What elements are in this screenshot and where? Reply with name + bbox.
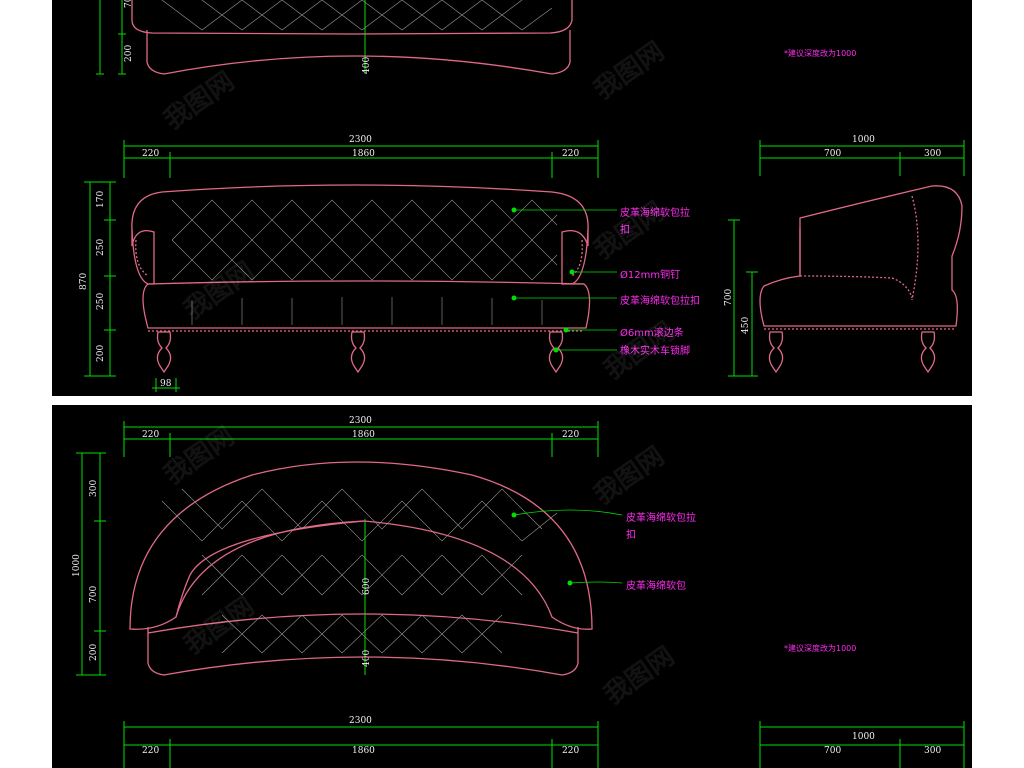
cad-drawing-b: 2300 220 1860 220 1000 300 700 200 600 4… bbox=[72, 416, 965, 768]
watermark: 我图网 bbox=[599, 641, 680, 710]
dim-h-170: 170 bbox=[96, 191, 106, 208]
label-plan-tufted-l2: 扣 bbox=[626, 528, 636, 541]
dim-plan-right: 220 bbox=[562, 430, 579, 440]
front-elevation: 2300 220 1860 220 870 170 250 250 200 98 bbox=[79, 135, 700, 392]
dim-plan-back: 300 bbox=[89, 480, 99, 497]
bottom-partial-dims: 2300 220 1860 220 1000 700 300 bbox=[123, 716, 965, 768]
dim-plan-center-400: 400 bbox=[362, 650, 372, 667]
watermark: 我图网 bbox=[589, 36, 670, 105]
dim-top-200: 200 bbox=[124, 45, 134, 62]
drawing-panel-plan: 2300 220 1860 220 1000 300 700 200 600 4… bbox=[52, 405, 972, 768]
dim-side-seat: 450 bbox=[741, 317, 751, 334]
dim-plan-depth: 1000 bbox=[72, 554, 82, 577]
watermark: 我图网 bbox=[159, 421, 240, 490]
dim-bottom-right: 220 bbox=[562, 746, 579, 756]
label-tufted-leather-l1: 皮革海绵软包拉 bbox=[620, 206, 690, 219]
dim-h-250a: 250 bbox=[96, 239, 106, 256]
dim-bottom-side-back: 300 bbox=[924, 746, 941, 756]
dim-side-front: 700 bbox=[824, 149, 841, 159]
label-plan-tufted: 皮革海绵软包拉扣 bbox=[626, 511, 696, 541]
label-piping: Ø6mm滚边条 bbox=[620, 326, 684, 339]
label-copper-nail: Ø12mm铜钉 bbox=[620, 269, 680, 281]
dim-front-height: 870 bbox=[79, 273, 89, 290]
dim-plan-left: 220 bbox=[142, 430, 159, 440]
dim-front-right: 220 bbox=[562, 149, 579, 159]
top-partial-plan: 70 200 400 *建议深度改为1000 bbox=[96, 0, 856, 75]
dim-plan-total: 2300 bbox=[349, 416, 372, 426]
dim-side-height: 700 bbox=[724, 289, 734, 306]
side-elevation: 1000 700 300 700 450 bbox=[724, 135, 965, 377]
label-tufted-leather-l2: 扣 bbox=[620, 223, 630, 236]
dim-top-center: 400 bbox=[362, 57, 372, 74]
plan-view: 2300 220 1860 220 1000 300 700 200 600 4… bbox=[72, 416, 856, 676]
dim-plan-mid: 1860 bbox=[352, 430, 375, 440]
dim-plan-arm: 200 bbox=[89, 644, 99, 661]
dim-h-200: 200 bbox=[96, 345, 106, 362]
dim-plan-center-600: 600 bbox=[362, 578, 372, 595]
dim-bottom-total: 2300 bbox=[349, 716, 372, 726]
dim-front-total: 2300 bbox=[349, 135, 372, 145]
dim-plan-front: 700 bbox=[89, 586, 99, 603]
label-plan-tufted-l1: 皮革海绵软包拉 bbox=[626, 511, 696, 524]
dim-foot: 98 bbox=[160, 379, 172, 389]
dim-bottom-side-total: 1000 bbox=[852, 732, 875, 742]
cad-drawing-a: 70 200 400 *建议深度改为1000 2300 220 1860 220… bbox=[79, 0, 965, 392]
dim-top-70: 70 bbox=[124, 0, 134, 8]
watermark: 我图网 bbox=[589, 441, 670, 510]
dim-front-mid: 1860 bbox=[352, 149, 375, 159]
label-tufted-seat: 皮革海绵软包拉扣 bbox=[620, 294, 700, 307]
drawing-panel-front-side: 70 200 400 *建议深度改为1000 2300 220 1860 220… bbox=[52, 0, 972, 396]
watermark: 我图网 bbox=[179, 256, 260, 325]
watermark: 我图网 bbox=[159, 66, 240, 135]
label-plan-soft: 皮革海绵软包 bbox=[626, 579, 686, 592]
dim-h-250b: 250 bbox=[96, 293, 106, 310]
dim-side-total: 1000 bbox=[852, 135, 875, 145]
label-tufted-leather: 皮革海绵软包拉扣 bbox=[620, 206, 690, 236]
dim-bottom-mid: 1860 bbox=[352, 746, 375, 756]
dim-bottom-side-front: 700 bbox=[824, 746, 841, 756]
label-oak-leg: 橡木实木车锁脚 bbox=[620, 344, 690, 357]
depth-note-a: *建议深度改为1000 bbox=[784, 48, 856, 58]
depth-note-b: *建议深度改为1000 bbox=[784, 643, 856, 653]
dim-bottom-left: 220 bbox=[142, 746, 159, 756]
dim-side-back: 300 bbox=[924, 149, 941, 159]
watermark: 我图网 bbox=[589, 196, 670, 265]
dim-front-left: 220 bbox=[142, 149, 159, 159]
